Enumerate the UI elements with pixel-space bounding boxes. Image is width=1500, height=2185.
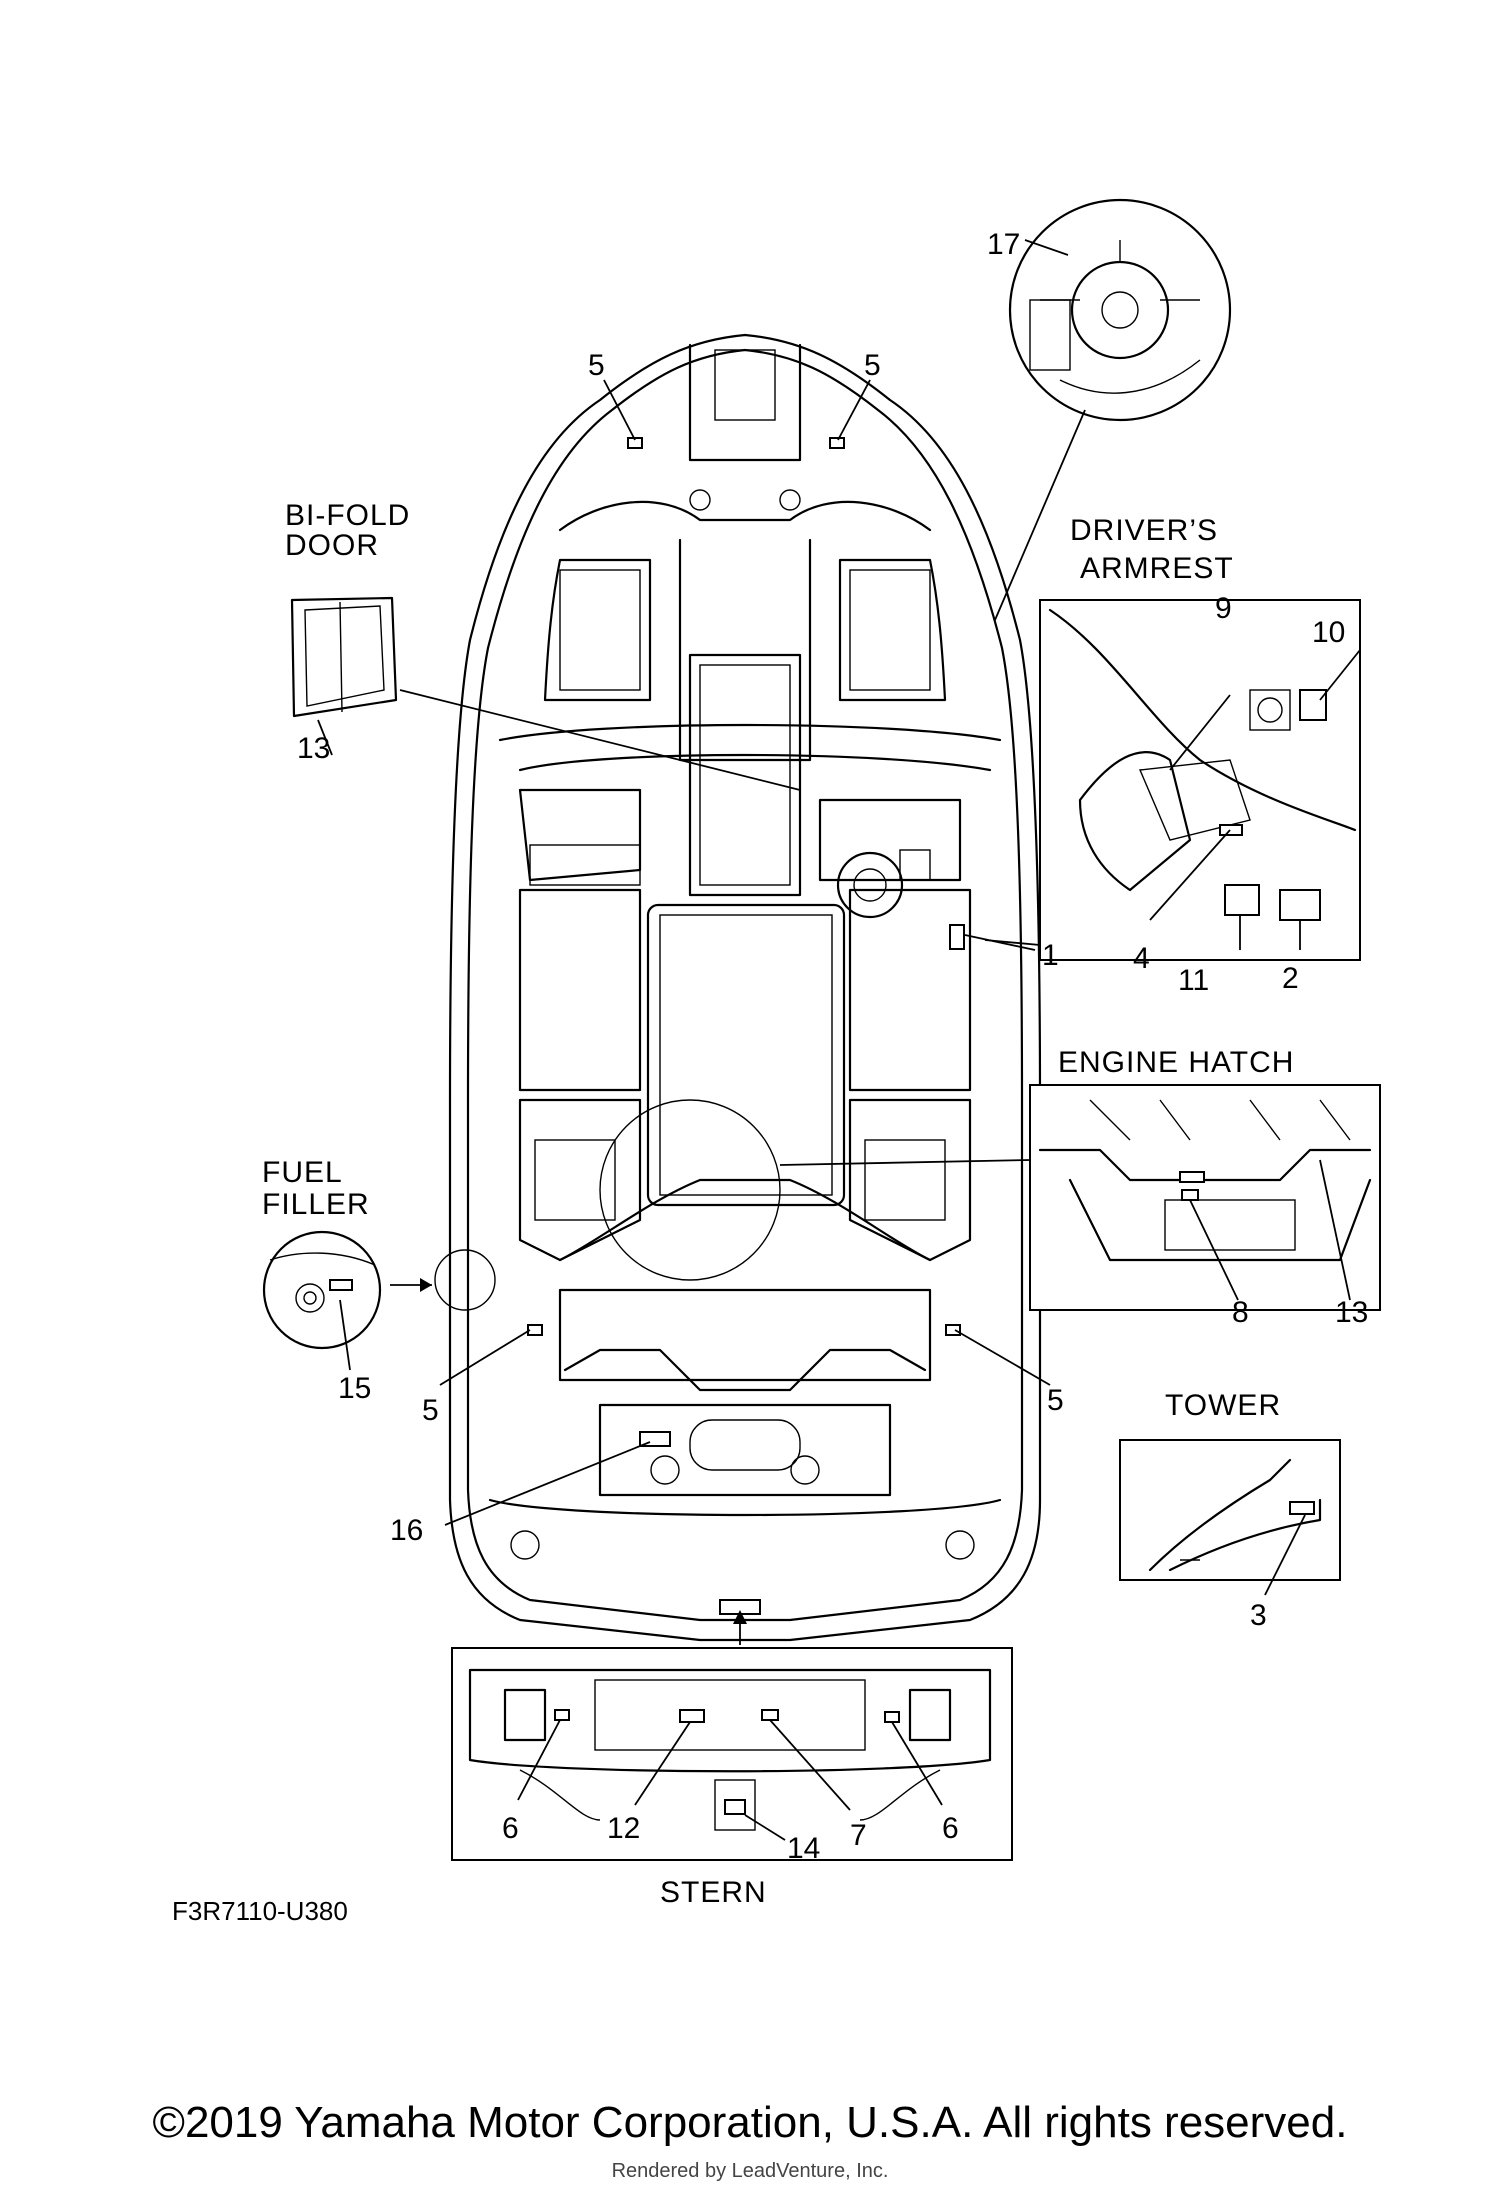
caption-fuel-filler-line2: FILLER (262, 1188, 370, 1221)
boat-hull (434, 333, 1042, 1642)
detail-tower (1119, 1439, 1341, 1596)
part-number-12: 12 (607, 1812, 640, 1845)
part-number-14: 14 (787, 1832, 820, 1865)
part-number-10: 10 (1312, 616, 1345, 649)
caption-tower: TOWER (1165, 1389, 1281, 1422)
part-number-7: 7 (850, 1819, 867, 1852)
part-number-17: 17 (987, 228, 1020, 261)
part-number-16: 16 (390, 1514, 423, 1547)
caption-drivers-armrest-line1: DRIVER’S (1070, 514, 1218, 547)
part-number-5-aft-starboard: 5 (1047, 1384, 1064, 1417)
part-number-1: 1 (1042, 939, 1059, 972)
part-number-8: 8 (1232, 1296, 1249, 1329)
detail-fuel-filler (262, 1230, 432, 1371)
part-number-11: 11 (1178, 964, 1209, 997)
part-number-3: 3 (1250, 1599, 1267, 1632)
part-number-5-bow-port: 5 (588, 349, 605, 382)
detail-drivers-armrest (984, 599, 1361, 961)
part-number-6-port: 6 (502, 1812, 519, 1845)
caption-bifold-door-line1: BI-FOLD (285, 499, 410, 532)
engine-hatch-marker (599, 1099, 781, 1281)
figure-code: F3R7110-U380 (172, 1896, 348, 1926)
part-number-4: 4 (1133, 942, 1150, 975)
detail-bifold-door (290, 596, 801, 791)
caption-stern: STERN (660, 1876, 767, 1909)
detail-17-helm (994, 198, 1232, 621)
caption-drivers-armrest-line2: ARMREST (1080, 552, 1234, 585)
part-number-6-starboard: 6 (942, 1812, 959, 1845)
caption-fuel-filler-line1: FUEL (262, 1156, 343, 1189)
caption-engine-hatch: ENGINE HATCH (1058, 1046, 1294, 1079)
part-number-5-aft-port: 5 (422, 1394, 439, 1427)
part-number-13-bifold: 13 (297, 732, 330, 765)
part-number-15: 15 (338, 1372, 371, 1405)
hull-leader-lines (439, 379, 1051, 1526)
part-number-13-hatch: 13 (1335, 1296, 1368, 1329)
caption-bifold-door-line2: DOOR (285, 529, 379, 562)
detail-stern (451, 1610, 1013, 1861)
part-number-2: 2 (1282, 962, 1299, 995)
part-number-9: 9 (1215, 592, 1232, 625)
rendered-by-notice: Rendered by LeadVenture, Inc. (611, 2160, 889, 2182)
part-number-5-bow-starboard: 5 (864, 349, 881, 382)
detail-engine-hatch (779, 1084, 1381, 1311)
copyright-notice: ©2019 Yamaha Motor Corporation, U.S.A. A… (152, 2098, 1348, 2147)
